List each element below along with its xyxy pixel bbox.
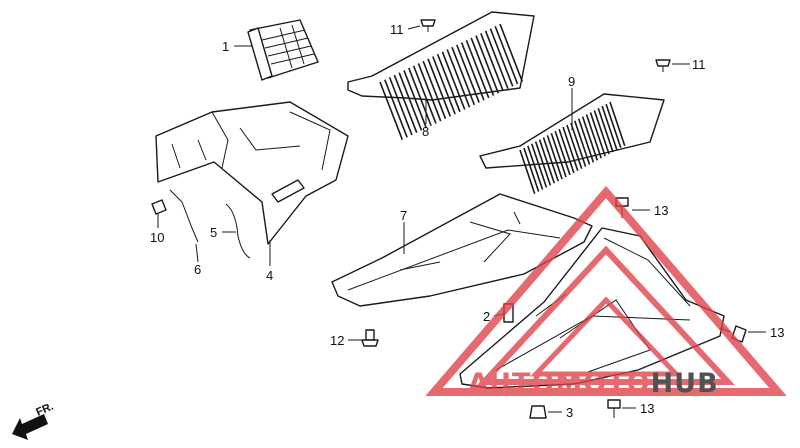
- mat-rib: [566, 124, 583, 169]
- mat-rib: [593, 110, 610, 155]
- watermark-triangle-outer: [425, 185, 787, 396]
- mat-rib: [441, 51, 466, 110]
- watermark-text-automoto: AUTOMOTO: [468, 368, 651, 399]
- callout-4: 4: [266, 268, 273, 283]
- mat-rib: [379, 81, 404, 140]
- mat-rib: [384, 79, 408, 138]
- callout-10: 10: [150, 230, 164, 245]
- bolt-12: [361, 329, 379, 347]
- mat-rib: [530, 143, 548, 188]
- mat-rib: [388, 77, 413, 136]
- callout-3: 3: [566, 405, 573, 420]
- watermark: AUTOMOTOHUB: [425, 185, 787, 399]
- leader-lines: [157, 25, 766, 413]
- mat-rib: [408, 67, 432, 127]
- nut-3: [529, 405, 547, 419]
- callout-5: 5: [210, 225, 217, 240]
- part-1-boot: [247, 19, 319, 81]
- callout-6: 6: [194, 262, 201, 277]
- mat-rib: [446, 49, 471, 108]
- mat-rib: [523, 147, 540, 192]
- part-9-floor-mat: [479, 93, 665, 194]
- part-10-clip: [151, 199, 167, 215]
- mat-rib: [601, 105, 618, 151]
- mat-rib: [427, 58, 452, 117]
- mat-rib: [499, 23, 524, 82]
- mat-rib: [489, 28, 514, 87]
- mat-rib: [542, 137, 559, 182]
- mat-rib: [432, 56, 456, 115]
- callout-9: 9: [568, 74, 575, 89]
- mat-rib: [534, 141, 552, 186]
- mat-rib: [585, 114, 602, 159]
- mat-rib: [581, 116, 599, 161]
- mat-rib: [605, 103, 622, 149]
- mat-rib: [417, 63, 442, 122]
- mat-rib: [494, 26, 519, 85]
- watermark-triangle-inner: [477, 245, 735, 385]
- mat-rib: [609, 101, 626, 146]
- mat-rib: [538, 139, 556, 184]
- callout-8: 8: [422, 124, 429, 139]
- mat-rib: [574, 120, 591, 165]
- mat-rib: [597, 108, 614, 153]
- mat-rib: [577, 118, 595, 163]
- callout-2: 2: [483, 309, 490, 324]
- part-6-wire: [169, 189, 199, 243]
- callout-1: 1: [222, 39, 229, 54]
- mat-rib: [456, 44, 480, 103]
- bolt-11-b: [655, 59, 671, 72]
- mat-rib: [589, 112, 606, 157]
- part-8-floor-mat: [347, 11, 535, 140]
- mat-rib: [393, 74, 418, 133]
- mat-rib: [398, 72, 423, 131]
- mat-rib: [480, 32, 504, 92]
- watermark-text-hub: HUB: [651, 368, 719, 399]
- callout-11-b: 11: [692, 57, 706, 72]
- mat-rib: [475, 35, 500, 94]
- mat-rib: [527, 145, 544, 190]
- mat-rib: [554, 130, 571, 176]
- mat-rib: [550, 133, 567, 178]
- watermark-triangle-core: [530, 296, 682, 377]
- callout-12: 12: [330, 333, 344, 348]
- part-7-floor-panel: [331, 193, 593, 307]
- callout-13-c: 13: [640, 401, 654, 416]
- mat-rib: [465, 39, 490, 99]
- mat-rib: [562, 126, 579, 171]
- arrow-icon: [12, 414, 48, 440]
- mat-rib: [546, 135, 563, 180]
- mat-rib: [451, 46, 476, 106]
- mat-rib: [484, 30, 509, 89]
- mat-rib: [470, 37, 495, 96]
- mat-rib: [412, 65, 437, 124]
- callout-labels: 1 2 3 4 5 6 7 8 9 10 11 11 12 13 13 13: [150, 22, 784, 420]
- watermark-text: AUTOMOTOHUB: [468, 368, 719, 399]
- callout-7: 7: [400, 208, 407, 223]
- bolt-13-c: [607, 399, 621, 418]
- mat-rib: [436, 53, 461, 113]
- front-direction-arrow: FR.: [12, 401, 55, 440]
- mat-rib: [558, 128, 575, 174]
- callout-13-b: 13: [770, 325, 784, 340]
- mat-rib: [519, 149, 536, 194]
- bolt-11-a: [420, 19, 436, 32]
- direction-label: FR.: [34, 401, 55, 419]
- callout-13-a: 13: [654, 203, 668, 218]
- mat-rib: [422, 60, 447, 120]
- part-4-inner-cover: [155, 101, 349, 245]
- mat-rib: [460, 42, 485, 101]
- mat-rib: [403, 70, 428, 129]
- part-5-wire: [225, 203, 251, 259]
- callout-11-a: 11: [390, 22, 404, 37]
- mat-rib: [570, 122, 587, 167]
